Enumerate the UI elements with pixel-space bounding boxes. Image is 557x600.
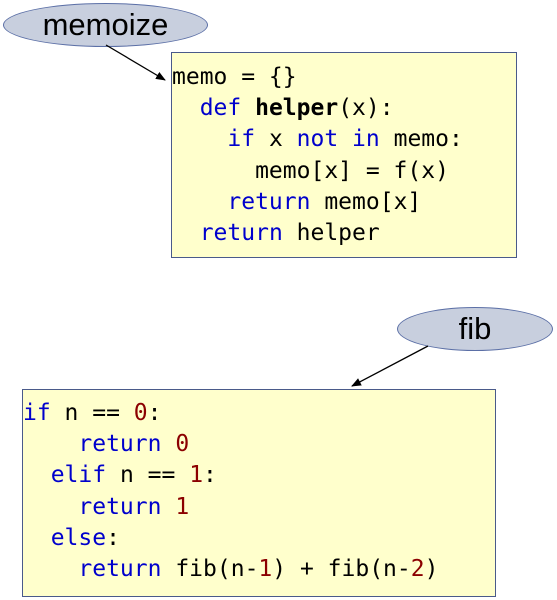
code-token: in <box>352 126 380 153</box>
memoize-code-line: return helper <box>172 218 516 249</box>
code-token: memo = {} <box>172 64 297 90</box>
fib-code-line: elif n == 1: <box>23 460 495 491</box>
fib-code-line: return 0 <box>23 429 495 460</box>
code-token: else <box>50 524 107 551</box>
fib-arrow <box>351 345 429 387</box>
fib-code-line: return 1 <box>23 492 495 523</box>
code-token: n == <box>106 462 190 489</box>
code-token: ) + fib(n- <box>272 555 411 582</box>
memoize-code-line: memo[x] = f(x) <box>172 156 516 187</box>
code-token: not <box>296 126 339 153</box>
code-token: return <box>78 493 162 520</box>
code-token: n == <box>50 400 134 426</box>
code-token: 1 <box>189 462 204 489</box>
code-token: memo[x] <box>310 188 422 215</box>
fib-label-ellipse: fib <box>397 307 553 351</box>
fib-label: fib <box>458 311 492 346</box>
code-token: return <box>227 188 311 215</box>
code-token: elif <box>50 462 107 489</box>
code-token: 2 <box>410 555 425 582</box>
memoize-label: memoize <box>42 7 169 42</box>
fib-code-line: else: <box>23 523 495 554</box>
memoize-code-box: memo = {} def helper(x): if x not in mem… <box>171 52 517 258</box>
code-token: helper <box>255 95 339 122</box>
code-token: fib(n- <box>161 555 259 582</box>
code-token: if <box>23 400 51 426</box>
code-token: return <box>78 555 162 582</box>
fib-code-line: if n == 0: <box>23 398 495 429</box>
memoize-code-line: def helper(x): <box>172 93 516 124</box>
code-token: return <box>199 219 283 246</box>
code-token: 0 <box>175 431 190 458</box>
code-token: (x): <box>338 95 394 122</box>
code-token: memo[x] = f(x) <box>172 157 449 184</box>
memoize-code-line: return memo[x] <box>172 187 516 218</box>
memoize-label-ellipse: memoize <box>3 3 208 47</box>
code-token: ) <box>424 555 439 582</box>
memoize-arrow <box>105 44 166 81</box>
code-token: return <box>78 431 162 458</box>
fib-code-line: return fib(n-1) + fib(n-2) <box>23 554 495 585</box>
memoize-code-line: memo = {} <box>172 62 516 93</box>
fib-code-box: if n == 0: return 0 elif n == 1: return … <box>22 389 496 597</box>
code-token: def <box>199 95 242 122</box>
code-token: 1 <box>258 555 273 582</box>
code-token: memo: <box>379 126 463 153</box>
memoize-code-line: if x not in memo: <box>172 124 516 155</box>
code-token: x <box>255 126 297 153</box>
code-token: 1 <box>175 493 190 520</box>
code-token: : <box>106 524 120 551</box>
code-token: : <box>203 462 217 489</box>
code-token: if <box>227 126 256 153</box>
code-token: helper <box>282 219 380 246</box>
code-token: : <box>147 400 162 426</box>
code-token: 0 <box>133 400 148 426</box>
